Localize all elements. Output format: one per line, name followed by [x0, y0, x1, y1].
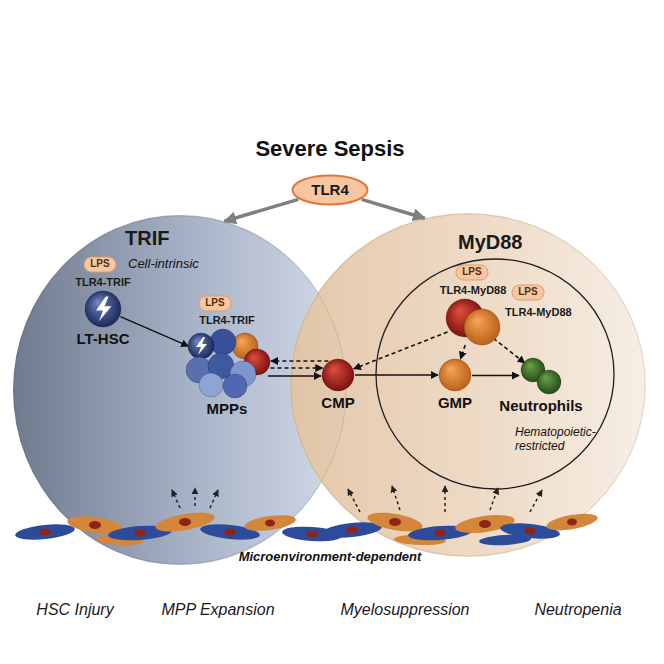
- figure-title: Severe Sepsis: [255, 136, 404, 162]
- receptor-complex-label: TLR4-TRIF: [199, 314, 255, 327]
- dashed-arrow: [354, 332, 448, 369]
- mechanism-note: Microenvironment-dependent: [239, 549, 422, 565]
- stroma-signal-arrows: [172, 486, 542, 512]
- flow-arrow: [362, 199, 425, 218]
- compartment-label: Hematopoietic-restricted: [515, 425, 591, 454]
- cell-label: Neutrophils: [499, 397, 582, 415]
- ligand-pill: LPS: [83, 256, 117, 273]
- cell-circle-shape: [321, 358, 355, 392]
- flow-arrow: [355, 374, 438, 375]
- cell-label: LT-HSC: [76, 330, 129, 348]
- progenitor-cluster: TLR4-MyD88TLR4-MyD88: [445, 298, 501, 346]
- progenitor-cluster-shape: [445, 298, 501, 346]
- dashed-arrow: [271, 367, 323, 369]
- ligand-label: LPS: [462, 266, 481, 278]
- outcome-label: MPP Expansion: [161, 600, 274, 619]
- receptor-complex-label: TLR4-MyD88: [505, 306, 572, 319]
- cell-pair: Neutrophils: [519, 357, 563, 395]
- progenitor-cluster-shape: [183, 328, 271, 398]
- receptor-oval: TLR4: [291, 174, 369, 206]
- flow-arrow: [472, 375, 519, 376]
- dashed-arrow: [494, 338, 525, 363]
- outcome-label: Myelosuppression: [341, 600, 470, 619]
- ligand-label: LPS: [205, 297, 224, 309]
- stem-cell-circle-shape: [84, 290, 122, 328]
- cell-label: GMP: [438, 394, 472, 412]
- flow-arrow: [268, 375, 321, 376]
- ligand-pill: LPS: [455, 264, 489, 281]
- cell-label: CMP: [321, 394, 354, 412]
- myd88-region-fill: [290, 213, 646, 557]
- mechanism-note: Cell-intrinsic: [128, 256, 199, 272]
- stromal-cells: [14, 509, 598, 546]
- dashed-arrow: [461, 345, 466, 359]
- receptor-complex-label: TLR4-TRIF: [75, 276, 131, 289]
- receptor-label: TLR4: [311, 181, 349, 199]
- outcome-label: Neutropenia: [534, 600, 621, 619]
- cell-label: MPPs: [207, 400, 248, 418]
- cell-circle: CMP: [321, 358, 355, 392]
- ligand-label: LPS: [518, 286, 537, 298]
- stem-cell-circle: TLR4-TRIFLT-HSC: [84, 290, 122, 328]
- pathway-heading: TRIF: [125, 226, 169, 250]
- pathway-heading: MyD88: [458, 230, 522, 254]
- ligand-label: LPS: [90, 258, 109, 270]
- ligand-pill: LPS: [198, 295, 232, 312]
- receptor-complex-label: TLR4-MyD88: [440, 284, 507, 297]
- cell-circle-shape: [438, 358, 472, 392]
- outcome-label: HSC Injury: [36, 600, 113, 619]
- dashed-arrow: [271, 360, 329, 362]
- cell-circle: GMP: [438, 358, 472, 392]
- compartment-ellipse: Hematopoietic-restricted LPS LPS TLR4-MyD88…: [375, 258, 615, 490]
- progenitor-cluster: TLR4-TRIFMPPs: [183, 328, 271, 398]
- ligand-pill: LPS: [511, 284, 545, 301]
- pathway-region: MyD88Hematopoietic-restricted LPS LPS TLR4-…: [290, 213, 646, 557]
- cell-pair-shape: [519, 357, 563, 395]
- flow-arrow: [120, 317, 188, 347]
- flow-arrow: [224, 199, 298, 221]
